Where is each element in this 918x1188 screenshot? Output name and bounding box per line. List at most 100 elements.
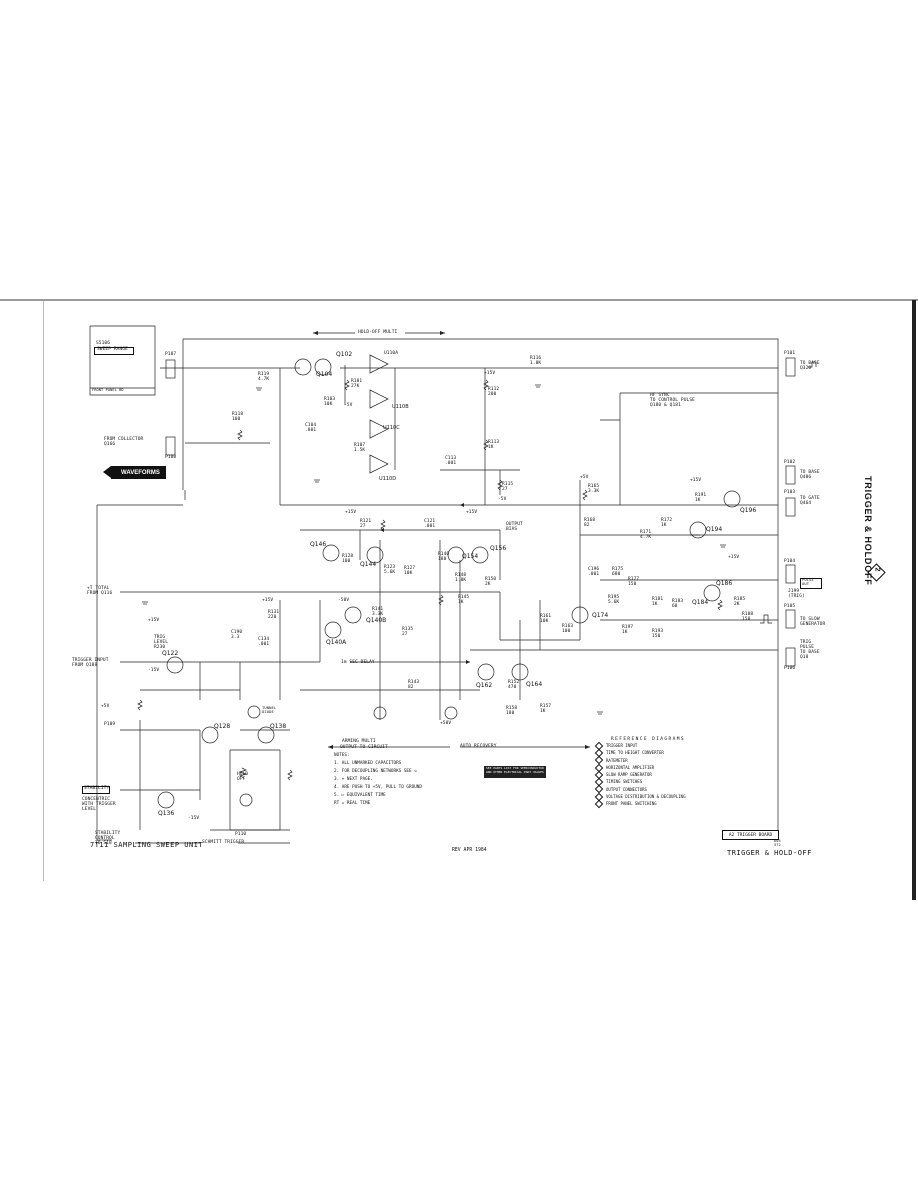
- transistor-label: Q102: [336, 351, 353, 358]
- note-item: 3. ↔ NEXT PAGE.: [334, 777, 373, 782]
- component-value: R103 10K: [324, 397, 336, 407]
- component-value: R195 5.6K: [608, 595, 620, 605]
- component-value: R150 2K: [485, 577, 497, 587]
- supply-label: +50V: [440, 721, 452, 726]
- component-value: R107 1.5K: [354, 443, 366, 453]
- transistor-label: Q164: [526, 681, 543, 688]
- component-value: R152 470: [508, 680, 520, 690]
- hold-off-multi-label: HOLD-OFF MULTI: [358, 330, 398, 335]
- transistor-label: Q140A: [326, 639, 347, 646]
- to-gate-q464-label: TO GATE Q464: [800, 496, 820, 506]
- component-value: R135 27: [402, 627, 414, 637]
- ic-u110c: U110C: [383, 425, 400, 431]
- component-value: R127 10K: [404, 566, 416, 576]
- component-value: R128 100: [342, 554, 354, 564]
- component-value: C113 .001: [445, 456, 457, 466]
- component-value: R116 1.8K: [530, 356, 542, 366]
- reference-item-label: VOLTAGE DISTRIBUTION & DECOUPLING: [606, 794, 686, 800]
- supply-label: +15V: [262, 598, 274, 603]
- pulse-out-box: [800, 578, 822, 589]
- arming-multi-label: ARMING MULTI: [342, 739, 376, 744]
- connector-label: P108: [165, 455, 177, 460]
- connector-label: P102: [784, 460, 796, 465]
- supply-label: +15V: [728, 555, 740, 560]
- reference-item: HORIZONTAL AMPLIFIER: [594, 763, 685, 772]
- reference-item: OUTPUT CONNECTORS: [594, 785, 685, 794]
- reference-item-label: SLOW RAMP GENERATOR: [606, 772, 652, 778]
- component-value: R141 3.3K: [372, 607, 384, 617]
- transistor-label: Q196: [740, 507, 757, 514]
- component-value: R113 1K: [488, 440, 500, 450]
- sheet-left-border: [43, 301, 44, 881]
- supply-label: -50V: [338, 598, 350, 603]
- ic-u110a: U110A: [384, 351, 399, 356]
- page-top-rule: [0, 299, 918, 301]
- supply-label: +5V: [101, 704, 110, 709]
- connector-label: P101: [784, 351, 796, 356]
- transistor-label: Q154: [462, 553, 479, 560]
- note-item: 1. ALL UNMARKED CAPACITORS: [334, 761, 402, 766]
- connector-label: P107: [165, 352, 177, 357]
- transistor-label: Q122: [162, 650, 179, 657]
- component-value: R157 1K: [540, 704, 552, 714]
- trigger-input-label: TRIGGER INPUT FROM Q188: [72, 658, 109, 668]
- component-value: R158 180: [506, 706, 518, 716]
- to-base-q18-label: TRIG PULSE TO BASE Q18: [800, 640, 820, 660]
- component-value: C134 .001: [258, 637, 270, 647]
- schmitt-trigger-label: SCHMITT TRIGGER: [202, 840, 245, 845]
- sweep-range-label: SWEEP RANGE: [97, 347, 128, 352]
- waveforms-banner: WAVEFORMS: [103, 466, 166, 479]
- component-value: R121 27: [360, 519, 372, 529]
- reference-header: REFERENCE DIAGRAMS: [611, 737, 685, 742]
- component-value: R181 1K: [652, 597, 664, 607]
- component-value: R143 82: [408, 680, 420, 690]
- trig-level-label: TRIG LEVEL R230: [154, 635, 169, 650]
- reference-item-label: OUTPUT CONNECTORS: [606, 786, 647, 792]
- component-value: R161 10K: [540, 614, 552, 624]
- supply-label: +15V: [148, 618, 160, 623]
- supply-label: +15V: [690, 478, 702, 483]
- component-value: R119 4.7K: [258, 372, 270, 382]
- stability-box: [82, 786, 110, 794]
- ic-u110d: U110D: [379, 476, 397, 482]
- ic-u110b: U110B: [392, 404, 409, 410]
- component-value: R185 2K: [734, 597, 746, 607]
- note-item: RT = REAL TIME: [334, 801, 371, 806]
- diagram-number: 2: [873, 567, 881, 572]
- transistor-label: Q144: [360, 561, 377, 568]
- component-value: R175 680: [612, 567, 624, 577]
- binding-edge: [912, 300, 916, 900]
- reference-item: TRIGGER INPUT: [594, 741, 685, 750]
- j199-label: J199 (TRIG): [788, 589, 805, 599]
- component-value: C190 3.3: [231, 630, 243, 640]
- reference-item: TIMING SWITCHES: [594, 777, 685, 787]
- transistor-label: Q146: [310, 541, 327, 548]
- stability-control-label: STABILITY CONTROL TO S18: [95, 831, 121, 846]
- component-value: R163 100: [562, 624, 574, 634]
- transistor-label: Q174: [592, 612, 609, 619]
- connector-label: P109: [104, 722, 116, 727]
- supply-label: +15V: [484, 371, 496, 376]
- component-value: R145 1K: [458, 595, 470, 605]
- component-value: R172 1K: [661, 518, 673, 528]
- transistor-label: Q194: [706, 526, 723, 533]
- connector-label: P106: [784, 666, 796, 671]
- component-value: R193 150: [652, 629, 664, 639]
- component-value: C104 .001: [305, 423, 317, 433]
- component-value: R148 1.8K: [455, 573, 467, 583]
- transistor-label: Q156: [490, 545, 507, 552]
- hf-sync-label: HF SYNC TO CONTROL PULSE Q180 & Q181: [650, 393, 695, 408]
- transistor-label: Q136: [158, 810, 175, 817]
- output-bias-label: OUTPUT BIAS: [506, 522, 523, 532]
- reference-item-label: TIMING SWITCHES: [606, 779, 643, 785]
- note-item: 4. ARE PUSH TO +5V, PULL TO GROUND: [334, 785, 422, 790]
- component-value: C196 .001: [588, 567, 600, 577]
- stability-note: CONCENTRIC WITH TRIGGER LEVEL: [82, 797, 116, 812]
- reference-item-label: FRONT PANEL SWITCHING: [606, 801, 657, 807]
- component-value: R183 68: [672, 599, 684, 609]
- connector-label: P103: [784, 490, 796, 495]
- component-value: R131 220: [268, 610, 280, 620]
- pulse-out-label: PULSE OUT: [802, 577, 814, 587]
- from-collector-label: FROM COLLECTOR Q166: [104, 437, 144, 447]
- supply-label: -5V: [498, 497, 507, 502]
